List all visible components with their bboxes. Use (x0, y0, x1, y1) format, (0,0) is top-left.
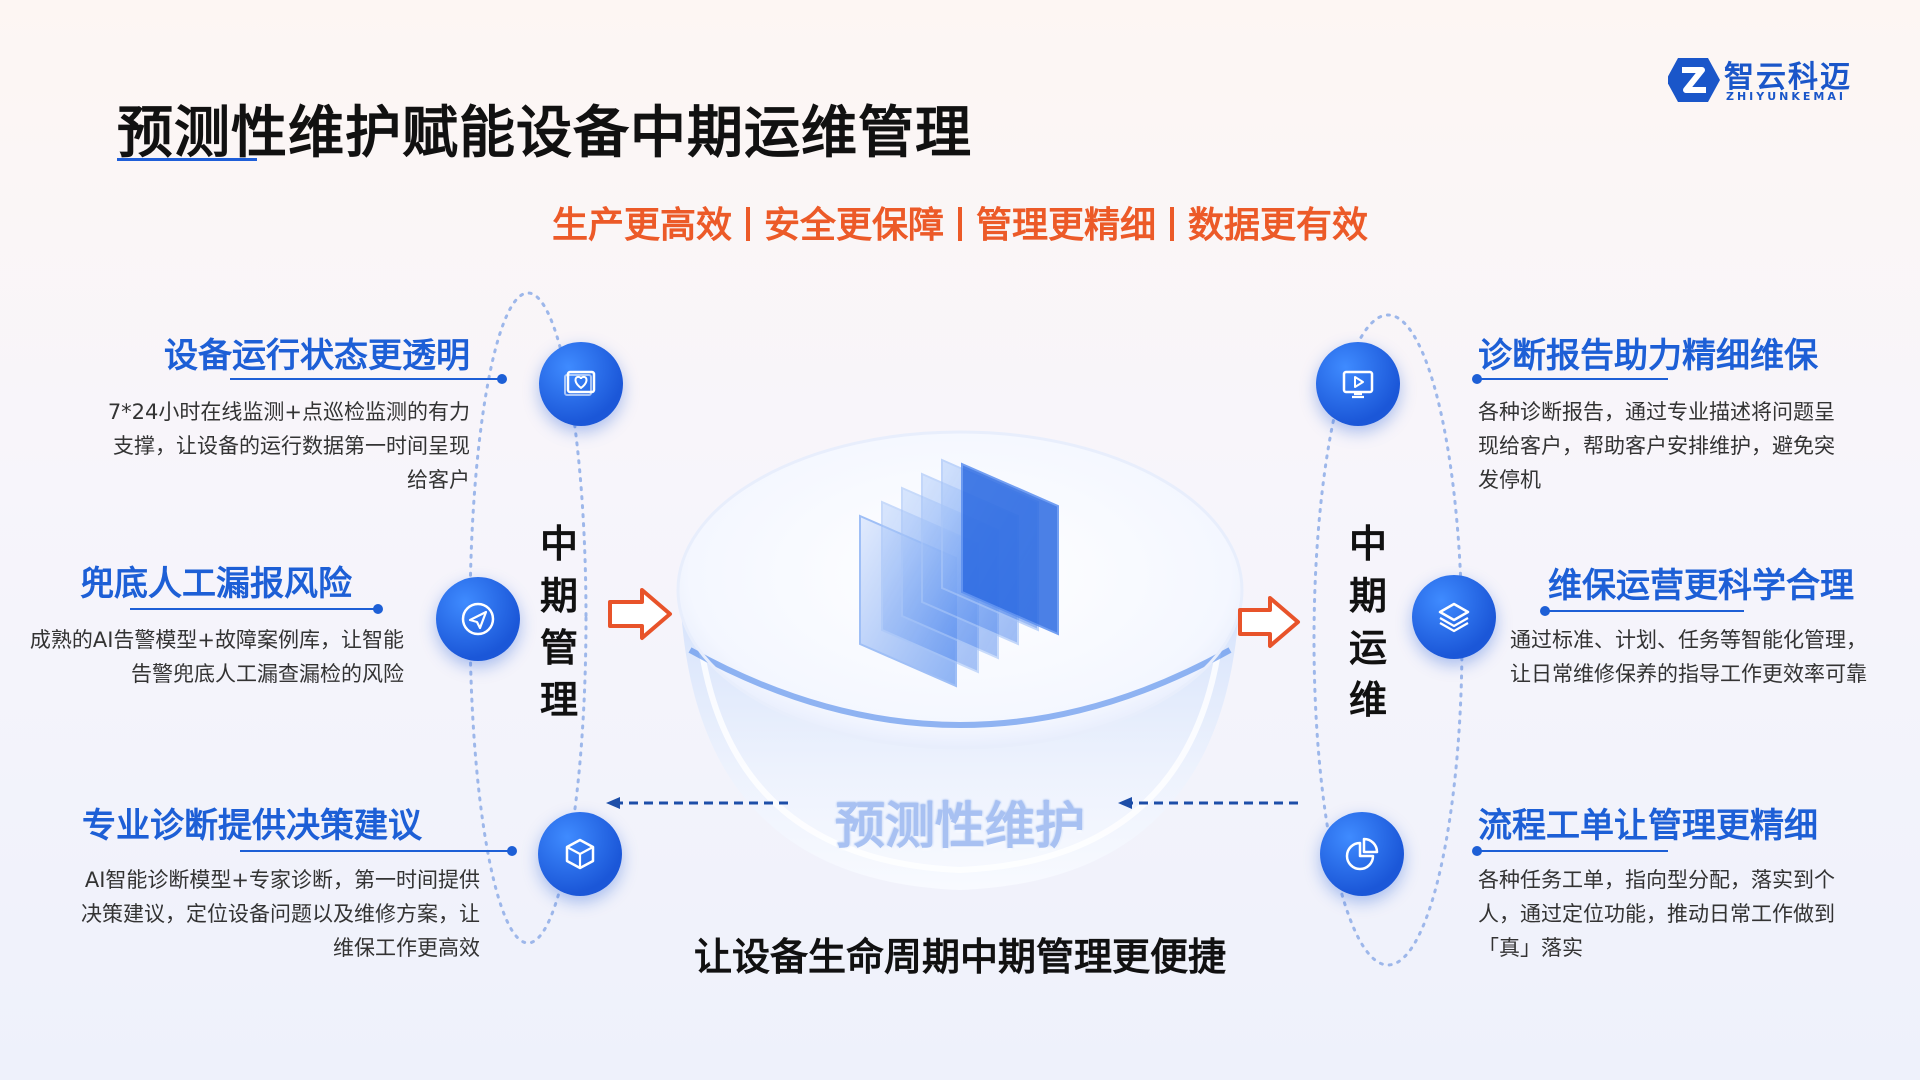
slogan-item: 管理更精细 (976, 205, 1157, 246)
desc-line: 决策建议，定位设备问题以及维修方案，让 (81, 902, 480, 926)
slogan-divider (958, 207, 962, 241)
desc-line: 发停机 (1478, 468, 1541, 492)
slogan-item: 安全更保障 (763, 205, 944, 246)
desc-line: 成熟的AI告警模型+故障案例库，让智能 (29, 628, 404, 652)
title-underline (1544, 610, 1744, 612)
title-dot (1472, 374, 1482, 384)
feature-description: 通过标准、计划、任务等智能化管理， 让日常维修保养的指导工作更效率可靠 (1510, 623, 1910, 691)
page-title: 预测性维护赋能设备中期运维管理 (117, 101, 972, 166)
desc-line: 人，通过定位功能，推动日常工作做到 (1478, 902, 1835, 926)
slogan-item: 生产更高效 (551, 205, 732, 246)
feature-title: 设备运行状态更透明 (164, 336, 470, 376)
center-label: 预测性维护 (835, 797, 1085, 855)
right-vertical-label: 中 期 运 维 (1345, 518, 1391, 726)
vertical-char: 维 (1348, 678, 1387, 722)
feature-description: 成熟的AI告警模型+故障案例库，让智能 告警兜底人工漏查漏检的风险 (10, 623, 404, 691)
desc-line: 给客户 (407, 468, 470, 492)
vertical-char: 管 (539, 626, 578, 670)
vertical-char: 理 (539, 678, 578, 722)
feature-description: 各种任务工单，指向型分配，落实到个 人，通过定位功能，推动日常工作做到 「真」落… (1478, 863, 1898, 965)
slogan-divider (1170, 207, 1175, 241)
title-underline (117, 158, 257, 161)
feature-title: 诊断报告助力精细维保 (1478, 336, 1818, 376)
left-vertical-label: 中 期 管 理 (536, 518, 582, 726)
feature-description: AI智能诊断模型+专家诊断，第一时间提供 决策建议，定位设备问题以及维修方案，让… (40, 863, 480, 965)
vertical-char: 运 (1348, 626, 1387, 670)
heart-screen-icon (539, 342, 623, 426)
title-underline (230, 378, 502, 380)
desc-line: 支撑，让设备的运行数据第一时间呈现 (113, 434, 470, 458)
title-dot (373, 604, 383, 614)
right-arrow-icon (1238, 596, 1300, 648)
left-item-2: 兜底人工漏报风险 成熟的AI告警模型+故障案例库，让智能 告警兜底人工漏查漏检的… (10, 556, 404, 691)
desc-line: 让日常维修保养的指导工作更效率可靠 (1510, 662, 1867, 686)
left-item-3: 专业诊断提供决策建议 AI智能诊断模型+专家诊断，第一时间提供 决策建议，定位设… (40, 798, 517, 965)
desc-line: 各种任务工单，指向型分配，落实到个 (1478, 868, 1835, 892)
vertical-char: 中 (1348, 522, 1387, 566)
slogan: 生产更高效安全更保障管理更精细数据更有效 (0, 196, 1920, 248)
feature-title: 维保运营更科学合理 (1548, 566, 1854, 606)
left-dashed-arrow-icon (606, 797, 788, 809)
pie-chart-icon (1320, 812, 1404, 896)
desc-line: AI智能诊断模型+专家诊断，第一时间提供 (84, 868, 480, 892)
vertical-char: 中 (539, 522, 578, 566)
feature-description: 各种诊断报告，通过专业描述将问题呈 现给客户，帮助客户安排维护，避免突 发停机 (1478, 395, 1898, 497)
logo-name: 智云科迈 (1724, 60, 1852, 95)
title-dot (507, 846, 517, 856)
right-dashed-arrow-icon (1118, 797, 1298, 809)
bottom-tagline: 让设备生命周期中期管理更便捷 (693, 935, 1226, 979)
right-item-1: 诊断报告助力精细维保 各种诊断报告，通过专业描述将问题呈 现给客户，帮助客户安排… (1472, 328, 1898, 497)
logo-subtitle: ZHIYUNKEMAI (1726, 90, 1846, 103)
left-item-1: 设备运行状态更透明 7*24小时在线监测+点巡检监测的有力 支撑，让设备的运行数… (30, 328, 507, 497)
desc-line: 「真」落实 (1478, 936, 1583, 960)
layers-icon (1412, 575, 1496, 659)
vertical-char: 期 (539, 574, 578, 618)
right-item-2: 维保运营更科学合理 通过标准、计划、任务等智能化管理， 让日常维修保养的指导工作… (1510, 558, 1910, 691)
title-dot (1472, 846, 1482, 856)
desc-line: 各种诊断报告，通过专业描述将问题呈 (1478, 400, 1835, 424)
slogan-item: 数据更有效 (1188, 205, 1369, 246)
feature-title: 流程工单让管理更精细 (1478, 806, 1818, 846)
desc-line: 维保工作更高效 (333, 936, 480, 960)
title-dot (497, 374, 507, 384)
cube-icon (538, 812, 622, 896)
title-underline (1478, 378, 1668, 380)
desc-line: 通过标准、计划、任务等智能化管理， (1510, 628, 1867, 652)
company-logo-icon (1668, 58, 1720, 102)
desc-line: 7*24小时在线监测+点巡检监测的有力 (107, 400, 470, 424)
left-arrow-icon (608, 588, 672, 640)
monitor-play-icon (1316, 342, 1400, 426)
feature-title: 兜底人工漏报风险 (80, 564, 352, 604)
desc-line: 告警兜底人工漏查漏检的风险 (131, 662, 404, 686)
title-underline (130, 608, 378, 610)
vertical-char: 期 (1348, 574, 1387, 618)
title-underline (1478, 850, 1668, 852)
feature-title: 专业诊断提供决策建议 (82, 806, 422, 846)
paper-plane-icon (436, 577, 520, 661)
title-underline (240, 850, 512, 852)
feature-description: 7*24小时在线监测+点巡检监测的有力 支撑，让设备的运行数据第一时间呈现 给客… (30, 395, 470, 497)
desc-line: 现给客户，帮助客户安排维护，避免突 (1478, 434, 1835, 458)
right-item-3: 流程工单让管理更精细 各种任务工单，指向型分配，落实到个 人，通过定位功能，推动… (1472, 798, 1898, 965)
slogan-divider (745, 207, 750, 241)
stacked-panels-icon (859, 458, 1059, 688)
